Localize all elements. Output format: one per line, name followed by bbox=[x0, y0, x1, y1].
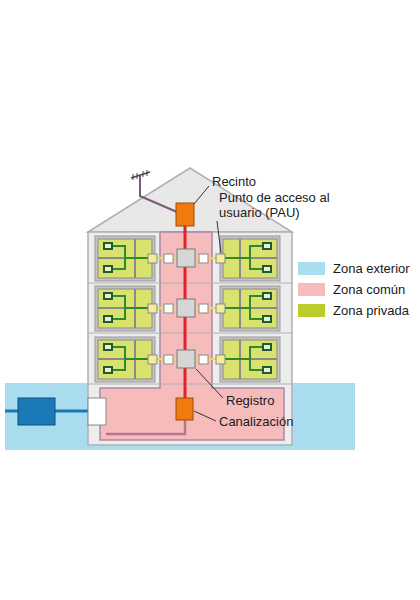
leader-line bbox=[194, 186, 209, 204]
leader-line bbox=[194, 411, 216, 421]
legend-text: Zona común bbox=[333, 282, 405, 297]
legend-swatch bbox=[298, 304, 325, 317]
legend-swatch bbox=[298, 262, 325, 275]
legend-swatch bbox=[298, 283, 325, 296]
legend-row: Zona común bbox=[298, 282, 405, 297]
leader-line bbox=[196, 369, 223, 398]
callout-label: Recinto bbox=[212, 174, 256, 189]
legend-row: Zona exterior bbox=[298, 261, 410, 276]
legend-row: Zona privada bbox=[298, 303, 409, 318]
legend-text: Zona privada bbox=[333, 303, 409, 318]
callout-label: Canalización bbox=[219, 414, 293, 429]
legend-text: Zona exterior bbox=[333, 261, 410, 276]
callout-label: Punto de acceso al usuario (PAU) bbox=[219, 190, 337, 220]
leader-line bbox=[217, 221, 221, 253]
callout-label: Registro bbox=[226, 393, 274, 408]
